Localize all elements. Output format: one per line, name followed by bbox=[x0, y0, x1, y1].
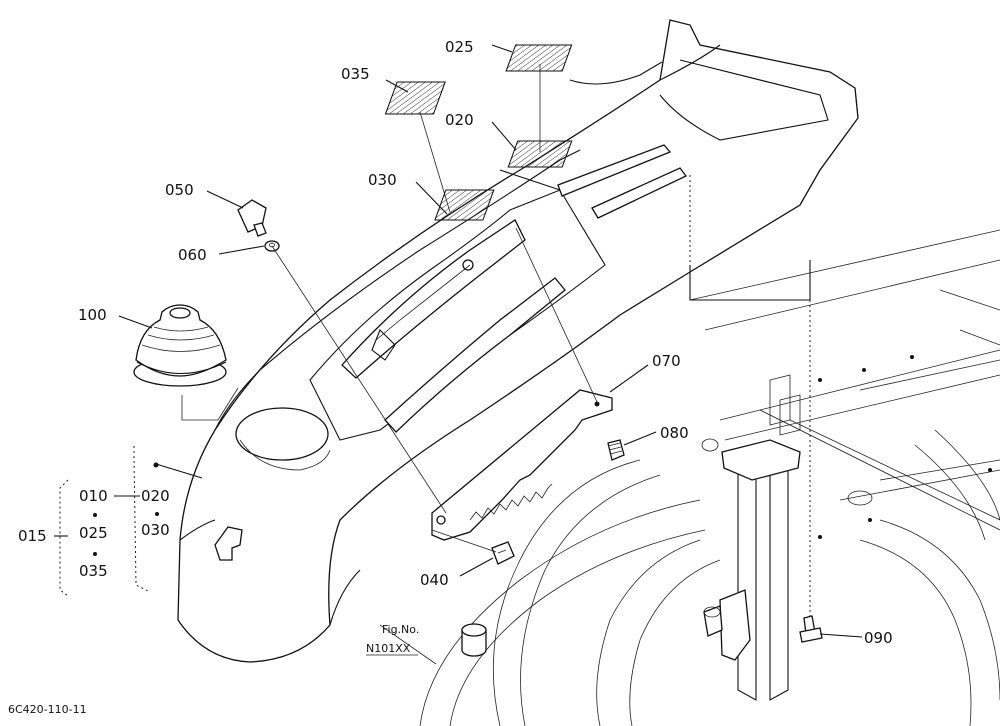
fig-label: Fig.No. bbox=[382, 623, 419, 636]
callout-040: 040 bbox=[420, 571, 449, 589]
decal-035 bbox=[384, 81, 446, 115]
separator-dot bbox=[93, 552, 97, 556]
callout-020: 020 bbox=[445, 111, 474, 129]
nut-part-040 bbox=[491, 541, 515, 565]
fig-number: N101XX bbox=[366, 642, 411, 655]
callout-100: 100 bbox=[78, 306, 107, 324]
bolt-part-080 bbox=[607, 439, 625, 461]
callout-070: 070 bbox=[652, 352, 681, 370]
decal-030 bbox=[434, 189, 495, 221]
group-dot bbox=[153, 462, 159, 468]
separator-dot bbox=[155, 512, 159, 516]
fender-body bbox=[177, 19, 859, 663]
callout-025-group: 025 bbox=[79, 524, 108, 542]
callout-080: 080 bbox=[660, 424, 689, 442]
knob-part-050 bbox=[237, 199, 267, 237]
rack-plate-part-070 bbox=[431, 389, 613, 541]
decal-025 bbox=[505, 44, 573, 72]
callout-090: 090 bbox=[864, 629, 893, 647]
callout-035-group: 035 bbox=[79, 562, 108, 580]
callout-020-group: 020 bbox=[141, 487, 170, 505]
decal-020 bbox=[507, 140, 573, 168]
callout-015: 015 bbox=[18, 527, 47, 545]
callout-010: 010 bbox=[79, 487, 108, 505]
chassis-frame bbox=[419, 229, 1000, 726]
callout-030-group: 030 bbox=[141, 521, 170, 539]
boot-part-100 bbox=[133, 304, 227, 387]
callout-035: 035 bbox=[341, 65, 370, 83]
bolt-part-090 bbox=[799, 615, 823, 643]
drawing-code: 6C420-110-11 bbox=[8, 703, 87, 716]
callout-060: 060 bbox=[178, 246, 207, 264]
callout-030: 030 bbox=[368, 171, 397, 189]
callout-050: 050 bbox=[165, 181, 194, 199]
separator-dot bbox=[93, 513, 97, 517]
callout-025: 025 bbox=[445, 38, 474, 56]
leader-lines bbox=[59, 44, 863, 665]
